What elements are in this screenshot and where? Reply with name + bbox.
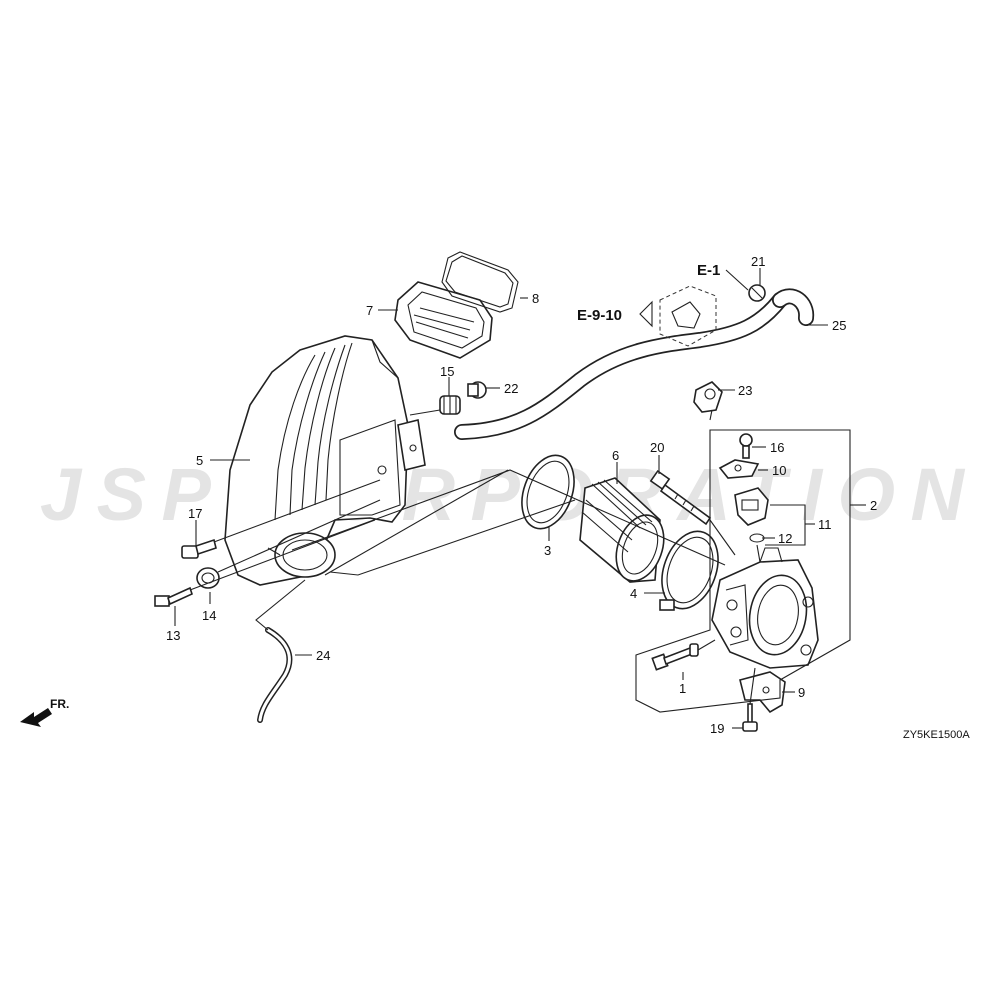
diagram-code: ZY5KE1500A (903, 729, 970, 741)
watermark: JSP CORPORATION (40, 453, 970, 536)
callout-10: 10 (772, 463, 786, 478)
tube-clamp-23[interactable] (693, 381, 723, 413)
breather-tube[interactable] (454, 288, 815, 440)
callout-13: 13 (166, 628, 180, 643)
plug-22[interactable] (467, 381, 487, 399)
callout-leaders (174, 268, 828, 729)
callout-1: 1 (679, 681, 686, 696)
arrow-to-e9-10 (639, 300, 653, 328)
assembly-outline-2 (635, 429, 851, 713)
callout-19: 19 (710, 721, 724, 736)
callout-9: 9 (798, 685, 805, 700)
air-cleaner-case[interactable] (224, 335, 426, 586)
callout-2: 2 (870, 498, 877, 513)
drain-tube[interactable] (257, 627, 293, 723)
reference-e9-10[interactable]: E-9-10 (577, 307, 622, 324)
callout-14: 14 (202, 608, 216, 623)
bolt-1[interactable] (651, 643, 699, 671)
callout-5: 5 (196, 453, 203, 468)
plate-10[interactable] (718, 459, 760, 479)
bolt-20[interactable] (649, 469, 712, 526)
callout-23: 23 (738, 383, 752, 398)
callout-4: 4 (630, 586, 637, 601)
clip-in-reference (671, 301, 701, 329)
callout-20: 20 (650, 440, 664, 455)
reference-e1[interactable]: E-1 (697, 262, 720, 279)
callout-22: 22 (504, 381, 518, 396)
throttle-body[interactable] (711, 547, 819, 669)
connecting-tube[interactable] (579, 477, 672, 587)
callout-16: 16 (770, 440, 784, 455)
tube-band[interactable] (652, 524, 728, 617)
callout-24: 24 (316, 648, 330, 663)
air-cleaner-element[interactable] (394, 281, 493, 359)
tube-clip-21[interactable] (748, 284, 766, 302)
callout-21: 21 (751, 254, 765, 269)
bracket-9[interactable] (739, 671, 786, 714)
bolt-19[interactable] (742, 703, 758, 732)
assembly-lines (189, 409, 761, 705)
callout-7: 7 (366, 303, 373, 318)
callout-25: 25 (832, 318, 846, 333)
screw-13[interactable] (154, 586, 193, 607)
reference-box-e9-10 (659, 285, 717, 347)
bolt-17[interactable] (181, 538, 217, 559)
callout-17: 17 (188, 506, 202, 521)
callout-3: 3 (544, 543, 551, 558)
callout-15: 15 (440, 364, 454, 379)
sensor-11[interactable] (734, 487, 769, 526)
gasket-ring-3[interactable] (512, 448, 583, 536)
callout-11: 11 (818, 517, 832, 532)
screw-16[interactable] (739, 433, 753, 459)
callout-12: 12 (778, 531, 792, 546)
callout-6: 6 (612, 448, 619, 463)
callout-8: 8 (532, 291, 539, 306)
element-gasket[interactable] (441, 251, 519, 313)
grommet-15[interactable] (439, 395, 461, 415)
front-arrow-icon (20, 708, 52, 727)
grommet-14[interactable] (196, 567, 220, 589)
front-marker: FR. (50, 697, 69, 711)
